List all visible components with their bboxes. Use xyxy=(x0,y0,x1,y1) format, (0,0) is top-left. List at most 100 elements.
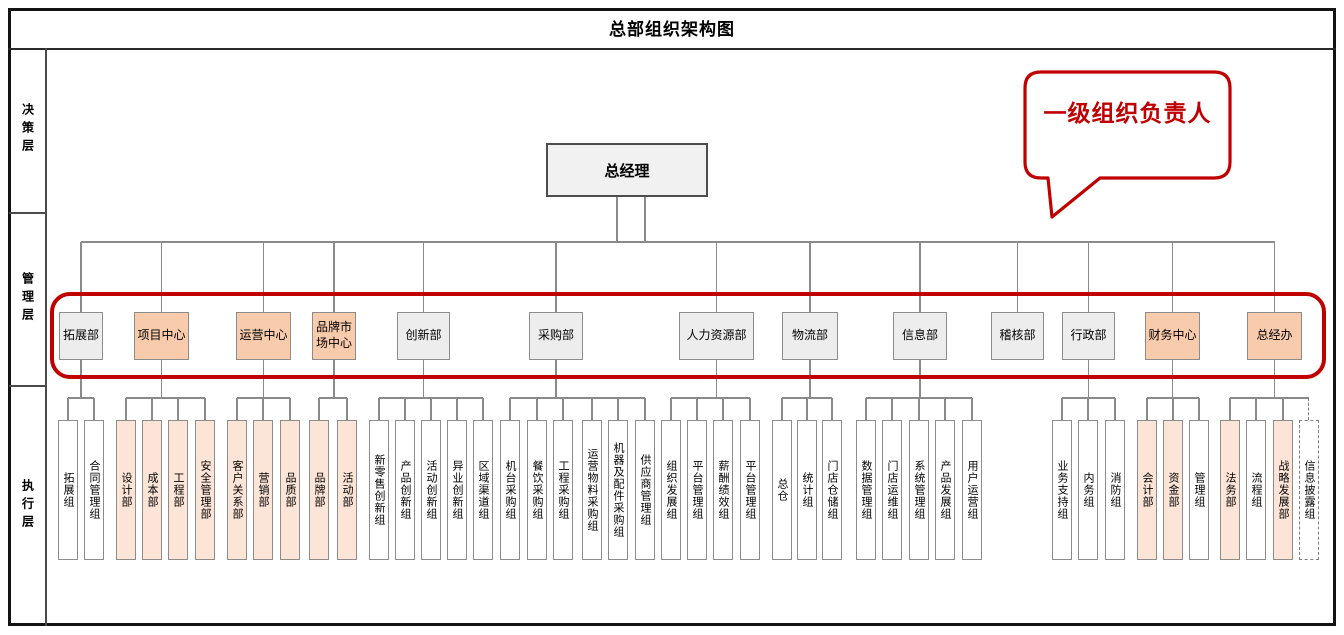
team-box: 餐饮采购组 xyxy=(527,420,547,560)
title-separator xyxy=(8,48,1336,50)
connector-line xyxy=(715,242,718,312)
connector-line xyxy=(378,398,380,420)
callout-bubble xyxy=(1023,70,1232,219)
connector-line xyxy=(1308,398,1310,420)
connector-line xyxy=(509,398,511,420)
connector-line xyxy=(510,397,645,399)
connector-line xyxy=(1114,398,1116,420)
dept-box: 采购部 xyxy=(529,312,583,360)
connector-line xyxy=(809,242,811,312)
connector-line xyxy=(422,242,425,312)
connector-line xyxy=(555,360,557,398)
connector-line xyxy=(715,360,718,398)
team-box: 统计组 xyxy=(797,420,817,560)
dept-box: 品牌市场中心 xyxy=(312,312,356,360)
root-node-general-manager: 总经理 xyxy=(546,143,708,197)
layer-band-divider xyxy=(9,212,46,214)
connector-line xyxy=(1147,397,1199,399)
connector-line xyxy=(1172,398,1174,420)
connector-line xyxy=(93,398,95,420)
connector-line xyxy=(591,398,593,420)
layer-label-management: 管理层 xyxy=(20,271,35,326)
team-box: 区域渠道组 xyxy=(473,420,493,560)
connector-line xyxy=(831,398,833,420)
connector-line xyxy=(319,397,347,399)
connector-line xyxy=(1087,242,1090,312)
connector-line xyxy=(81,241,1275,243)
connector-line xyxy=(1062,397,1115,399)
team-box: 运营物料采购组 xyxy=(582,420,602,560)
connector-line xyxy=(151,398,153,420)
callout-label: 一级组织负责人 xyxy=(1043,100,1212,126)
team-box: 成本部 xyxy=(142,420,162,560)
team-box: 拓展组 xyxy=(58,420,78,560)
team-box: 资金部 xyxy=(1163,420,1183,560)
dept-box: 总经办 xyxy=(1247,312,1302,360)
connector-line xyxy=(616,197,618,242)
connector-line xyxy=(722,398,724,420)
connector-line xyxy=(1255,398,1257,420)
connector-line xyxy=(971,398,973,420)
connector-line xyxy=(430,398,432,420)
team-box: 产品发展组 xyxy=(935,420,955,560)
connector-line xyxy=(1273,242,1276,312)
team-box: 业务支持组 xyxy=(1052,420,1072,560)
layer-label-decision: 决策层 xyxy=(20,103,35,157)
connector-line xyxy=(806,398,808,420)
connector-line xyxy=(379,397,483,399)
team-box: 营销部 xyxy=(253,420,273,560)
connector-line xyxy=(1198,398,1200,420)
connector-line xyxy=(80,242,82,312)
connector-line xyxy=(782,397,832,399)
connector-line xyxy=(80,360,82,398)
team-box: 用户运营组 xyxy=(962,420,982,560)
connector-line xyxy=(919,242,921,312)
team-box: 设计部 xyxy=(116,420,136,560)
connector-line xyxy=(809,360,811,398)
team-box: 流程组 xyxy=(1246,420,1266,560)
connector-line xyxy=(456,398,458,420)
connector-line xyxy=(1087,398,1089,420)
connector-line xyxy=(482,398,484,420)
team-box: 机台采购组 xyxy=(500,420,520,560)
connector-line xyxy=(262,398,264,420)
connector-line xyxy=(237,397,290,399)
team-box: 产品创新组 xyxy=(395,420,415,560)
connector-line xyxy=(749,398,751,420)
connector-line xyxy=(289,398,291,420)
connector-line xyxy=(422,360,425,398)
connector-line xyxy=(333,242,335,312)
connector-line xyxy=(696,398,698,420)
dept-box: 稽核部 xyxy=(991,312,1044,360)
team-box: 会计部 xyxy=(1137,420,1157,560)
team-box: 安全管理部 xyxy=(195,420,215,560)
team-box: 工程部 xyxy=(168,420,188,560)
connector-line xyxy=(404,398,406,420)
team-box: 门店运维组 xyxy=(882,420,902,560)
connector-line xyxy=(536,398,538,420)
chart-frame xyxy=(8,8,1336,626)
dept-box: 项目中心 xyxy=(134,312,189,360)
layer-band-divider xyxy=(9,385,46,387)
connector-line xyxy=(555,242,557,312)
team-box: 消防组 xyxy=(1105,420,1125,560)
connector-line xyxy=(1146,398,1148,420)
connector-line xyxy=(644,398,646,420)
team-box: 客户关系部 xyxy=(227,420,247,560)
team-box: 活动部 xyxy=(337,420,357,560)
connector-line xyxy=(262,360,265,398)
connector-line xyxy=(944,398,946,420)
layer-column-divider xyxy=(45,48,47,626)
team-box: 平台管理组 xyxy=(687,420,707,560)
connector-line xyxy=(236,398,238,420)
connector-line xyxy=(1171,242,1174,312)
dept-box: 信息部 xyxy=(893,312,947,360)
team-box: 工程采购组 xyxy=(553,420,573,560)
team-box: 活动创新组 xyxy=(421,420,441,560)
connector-line xyxy=(670,398,672,420)
dept-box: 拓展部 xyxy=(59,312,103,360)
connector-line xyxy=(1230,397,1309,399)
dept-box: 财务中心 xyxy=(1145,312,1200,360)
dept-box: 人力资源部 xyxy=(679,312,754,360)
